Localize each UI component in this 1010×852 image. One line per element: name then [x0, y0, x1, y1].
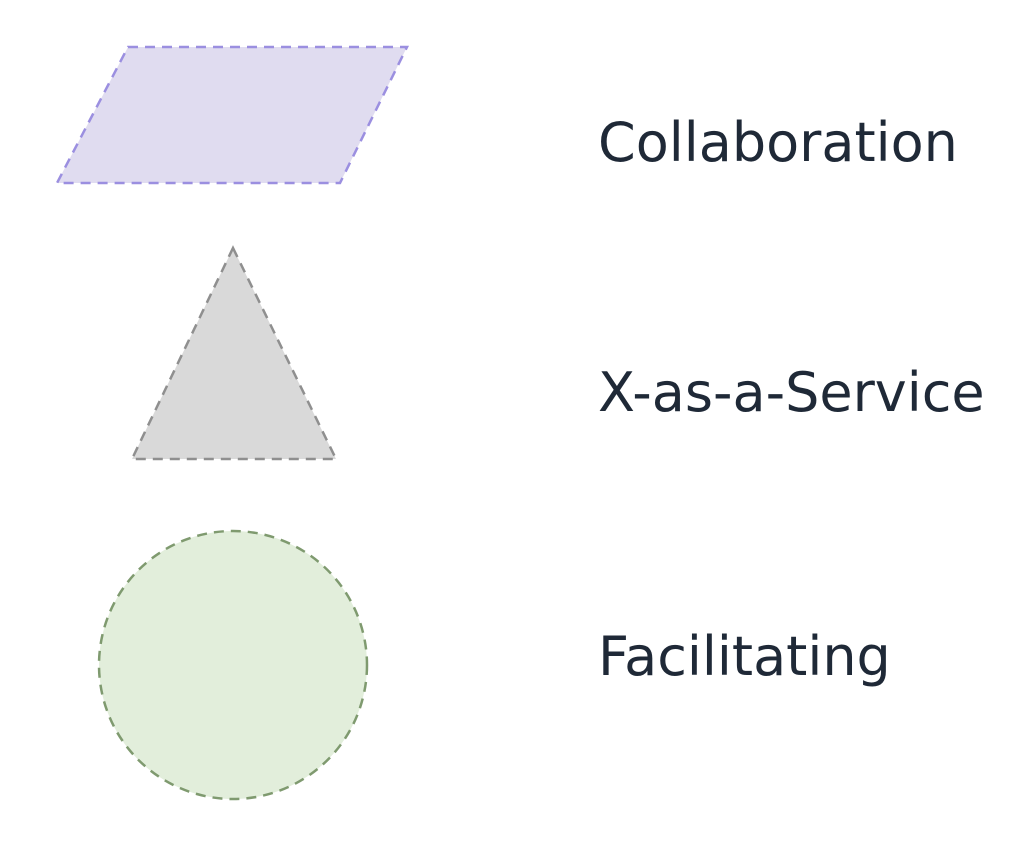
facilitating-label: Facilitating — [598, 625, 891, 688]
facilitating-circle-icon — [97, 529, 369, 801]
legend-item-collaboration: Collaboration — [0, 30, 1010, 200]
legend-item-x-as-a-service: X-as-a-Service — [0, 230, 1010, 480]
collaboration-label: Collaboration — [598, 111, 958, 174]
facilitating-shape — [97, 529, 369, 801]
x-as-a-service-shape — [130, 245, 339, 461]
legend-item-facilitating: Facilitating — [0, 520, 1010, 810]
collaboration-parallelogram-icon — [54, 45, 410, 185]
x-as-a-service-triangle-icon — [130, 245, 339, 461]
collaboration-shape — [54, 45, 410, 185]
x-as-a-service-label: X-as-a-Service — [598, 361, 985, 424]
